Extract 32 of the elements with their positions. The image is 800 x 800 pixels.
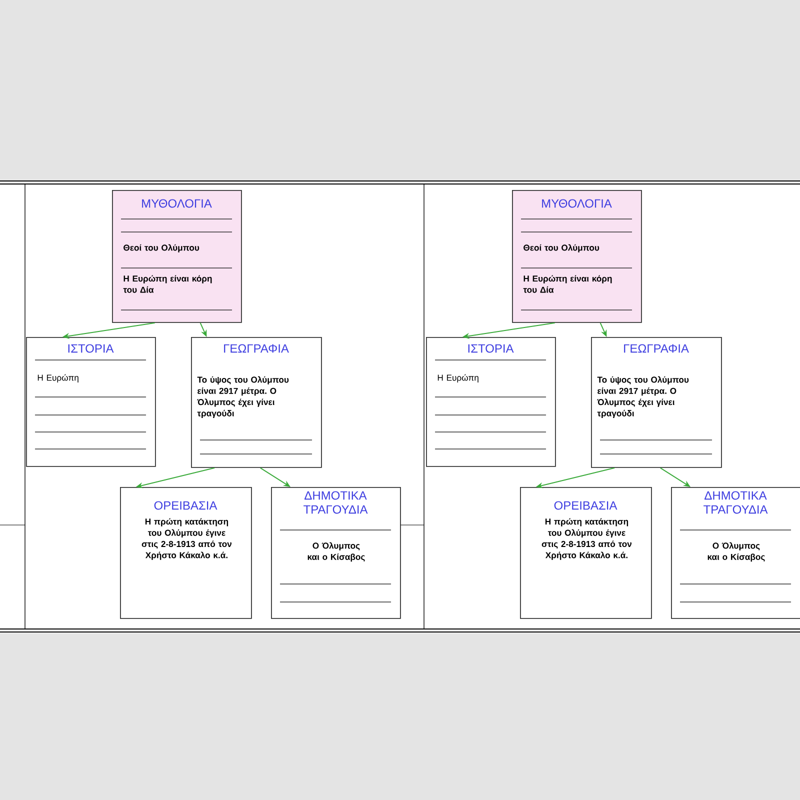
card-text: Η πρώτη κατάκτηση του Ολύμπου έγινε στις 2-8-1913 από τον Χρήστο Κάκαλο κ.ά.	[542, 518, 632, 560]
card-heading: ΙΣΤΟΡΙΑ	[468, 344, 514, 353]
card-text: Το ύψος του Ολύμπου είναι 2917 μέτρα. Ο Όλυμπος έχει γίνει τραγούδι	[597, 376, 689, 418]
card-text: Ο Όλυμπος και ο Κίσαβος	[708, 542, 765, 562]
card-heading: ΟΡΕΙΒΑΣΙΑ	[554, 501, 618, 510]
note-card	[26, 337, 156, 467]
card-heading: ΓΕΩΓΡΑΦΙΑ	[624, 344, 689, 353]
card-heading: ΜΥΘΟΛΟΓΙΑ	[542, 199, 612, 208]
card-heading: ΔΗΜΟΤΙΚΑ ΤΡΑΓΟΥΔΙΑ	[704, 491, 768, 514]
card-text: Η Ευρώπη είναι κόρη του Δία	[523, 275, 612, 293]
card-heading: ΟΡΕΙΒΑΣΙΑ	[154, 501, 218, 510]
note-card	[271, 487, 401, 619]
note-card	[191, 337, 322, 468]
card-text: Η Ευρώπη	[38, 374, 78, 382]
card-heading: ΙΣΤΟΡΙΑ	[68, 344, 114, 353]
card-text: Η πρώτη κατάκτηση του Ολύμπου έγινε στις 2-8-1913 από τον Χρήστο Κάκαλο κ.ά.	[142, 518, 232, 560]
card-heading: ΓΕΩΓΡΑΦΙΑ	[224, 344, 289, 353]
card-text: Θεοί του Ολύμπου	[524, 244, 600, 252]
note-card	[520, 487, 652, 619]
card-text: Το ύψος του Ολύμπου είναι 2917 μέτρα. Ο Όλυμπος έχει γίνει τραγούδι	[197, 376, 289, 418]
card-text: Θεοί του Ολύμπου	[124, 244, 200, 252]
note-card	[112, 190, 242, 323]
note-card	[426, 337, 556, 467]
card-heading: ΔΗΜΟΤΙΚΑ ΤΡΑΓΟΥΔΙΑ	[304, 491, 368, 514]
note-card	[671, 487, 800, 619]
card-heading: ΜΥΘΟΛΟΓΙΑ	[142, 199, 212, 208]
note-card	[591, 337, 722, 468]
card-text: Η Ευρώπη είναι κόρη του Δία	[123, 275, 212, 293]
note-card	[120, 487, 252, 619]
card-text: Η Ευρώπη	[438, 374, 478, 382]
card-text: Ο Όλυμπος και ο Κίσαβος	[308, 542, 365, 562]
note-card	[512, 190, 642, 323]
